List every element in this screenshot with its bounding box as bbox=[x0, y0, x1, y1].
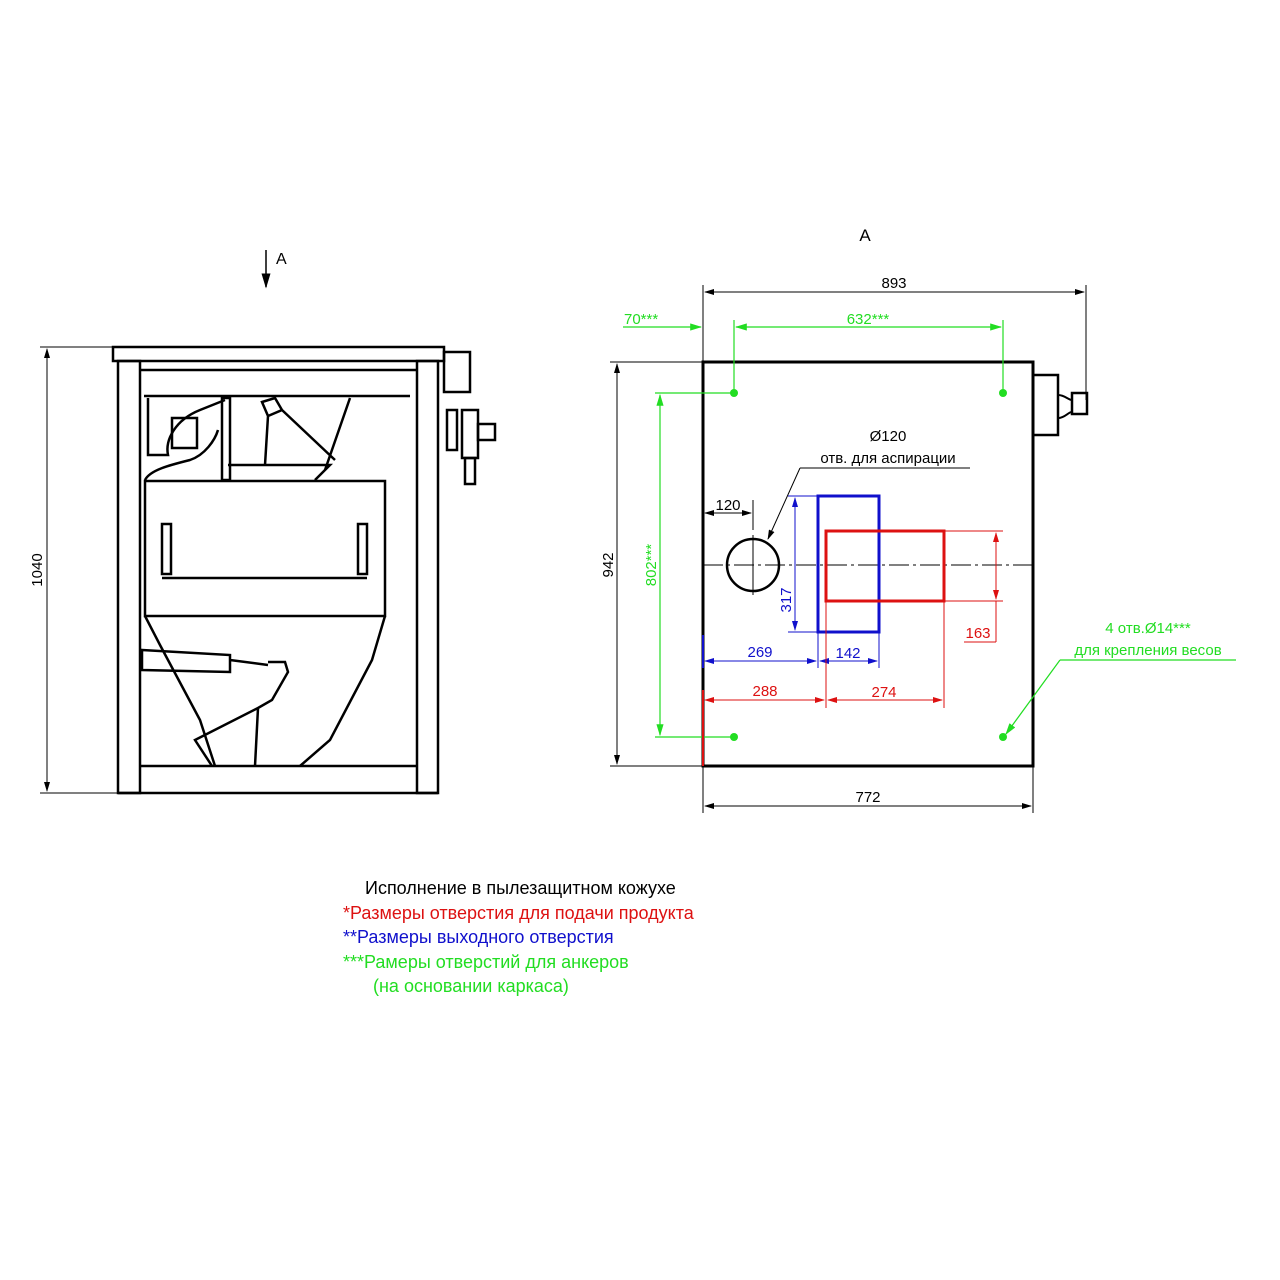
legend-title: Исполнение в пылезащитном кожухе bbox=[365, 878, 676, 898]
dim-942: 942 bbox=[600, 552, 617, 577]
outlet-opening: 317 269 142 bbox=[702, 494, 881, 668]
dim-632: 632*** bbox=[847, 311, 890, 328]
legend-anchor: ***Рамеры отверстий для анкеров bbox=[343, 951, 629, 972]
top-view-title: A bbox=[859, 226, 871, 245]
dim-772: 772 bbox=[855, 789, 880, 806]
dim-163: 163 bbox=[965, 625, 990, 642]
housing-outline bbox=[701, 360, 1035, 768]
legend-feed: *Размеры отверстия для подачи продукта bbox=[343, 902, 694, 923]
dim-142: 142 bbox=[835, 645, 860, 662]
dim-120: 120 bbox=[715, 497, 740, 514]
dim-274: 274 bbox=[871, 684, 896, 701]
aspiration-diameter: Ø120 bbox=[870, 428, 907, 445]
dim-317: 317 bbox=[778, 587, 795, 612]
height-dimension: 1040 bbox=[29, 346, 118, 794]
view-arrow-label: A bbox=[276, 251, 287, 268]
legend: Исполнение в пылезащитном кожухе *Размер… bbox=[343, 876, 694, 999]
dim-269: 269 bbox=[747, 644, 772, 661]
anchor-hole-icon bbox=[730, 389, 1007, 741]
aspiration-hole: 120 Ø120 отв. для аспирации bbox=[703, 428, 1033, 595]
anchor-dimensions: 70*** 632*** 802*** 4 отв.Ø14*** для кре… bbox=[623, 311, 1236, 741]
legend-outlet: **Размеры выходного отверстия bbox=[343, 927, 614, 947]
dim-893: 893 bbox=[881, 275, 906, 292]
legend-anchor-note: (на основании каркаса) bbox=[373, 976, 569, 996]
dim-288: 288 bbox=[752, 683, 777, 700]
dim-802: 802*** bbox=[643, 544, 660, 587]
dim-70: 70*** bbox=[624, 311, 658, 328]
anchor-holes-label: 4 отв.Ø14*** bbox=[1105, 620, 1191, 637]
feed-opening: 163 288 274 bbox=[702, 529, 1003, 766]
side-view: A bbox=[29, 250, 497, 795]
anchor-holes-purpose: для крепления весов bbox=[1074, 642, 1221, 659]
height-dim-label: 1040 bbox=[29, 553, 46, 586]
weigher-mechanism bbox=[140, 350, 497, 767]
aspiration-label: отв. для аспирации bbox=[820, 450, 955, 467]
frame bbox=[111, 345, 446, 795]
top-view: A 893 772 942 70*** 632*** bbox=[600, 226, 1236, 813]
